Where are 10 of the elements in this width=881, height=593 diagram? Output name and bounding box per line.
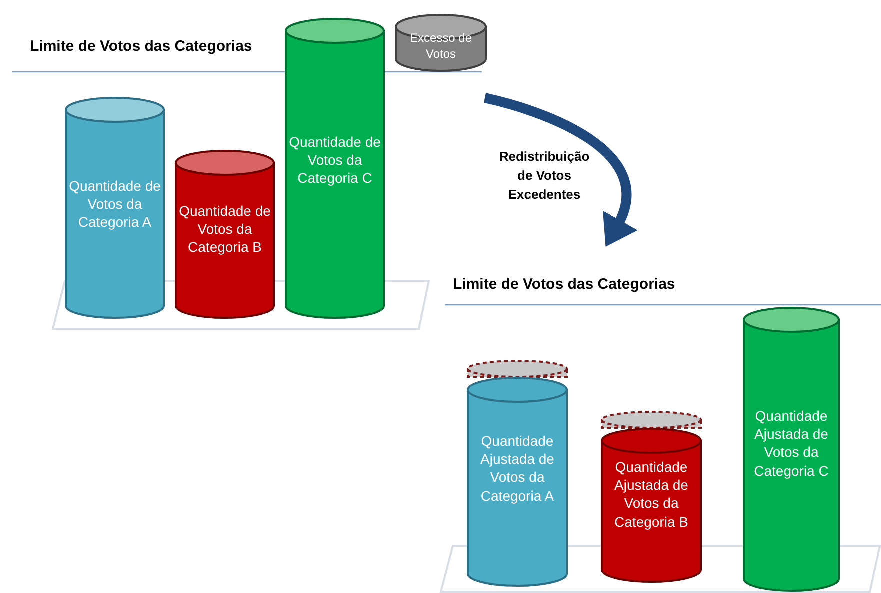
bar-label: Quantidade Ajustada de Votos da Categoria C <box>753 407 830 480</box>
arrow-caption: Redistribuição de Votos Excedentes <box>498 148 591 204</box>
limit-title: Limite de Votos das Categorias <box>30 38 252 55</box>
bar-label: Quantidade Ajustada de Votos da Categoria A <box>480 432 556 505</box>
bar-label: Excesso de Votos <box>408 31 474 62</box>
bar-label: Quantidade de Votos da Categoria C <box>289 133 381 188</box>
bar-label: Quantidade Ajustada de Votos da Categoria B <box>614 458 690 531</box>
limit-title: Limite de Votos das Categorias <box>453 276 676 293</box>
bar-label: Quantidade de Votos da Categoria A <box>69 177 161 232</box>
bar-label: Quantidade de Votos da Categoria B <box>179 202 271 257</box>
